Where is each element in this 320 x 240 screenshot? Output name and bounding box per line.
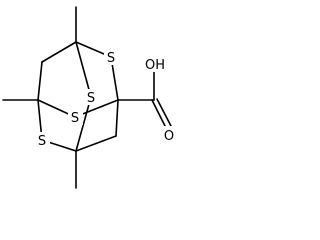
atom-s-center-left: S <box>71 111 79 126</box>
bond-carboxyl-c-to-o-a <box>151 99 167 129</box>
atom-oh: OH <box>145 58 165 73</box>
bond-c-bottom-to-ch2-right <box>75 135 117 152</box>
atom-s-top-right: S <box>107 51 115 66</box>
atom-labels: S S S S OH O <box>35 49 177 149</box>
bond-c-top-to-ch2-left <box>41 41 77 63</box>
bond-carboxyl-c-to-o-b <box>156 98 172 127</box>
atom-o: O <box>164 129 174 144</box>
bond-s-center-to-c-bottom <box>75 96 92 152</box>
atom-s-center: S <box>87 91 95 106</box>
bond-c-top-to-s-center <box>75 41 92 98</box>
bond-ch2-right-to-c-right <box>115 99 119 137</box>
molecule-structure: S S S S OH O <box>2 6 177 189</box>
bond-ch2-left-to-c-left <box>37 61 43 101</box>
atom-s-bottom-left: S <box>38 134 46 149</box>
